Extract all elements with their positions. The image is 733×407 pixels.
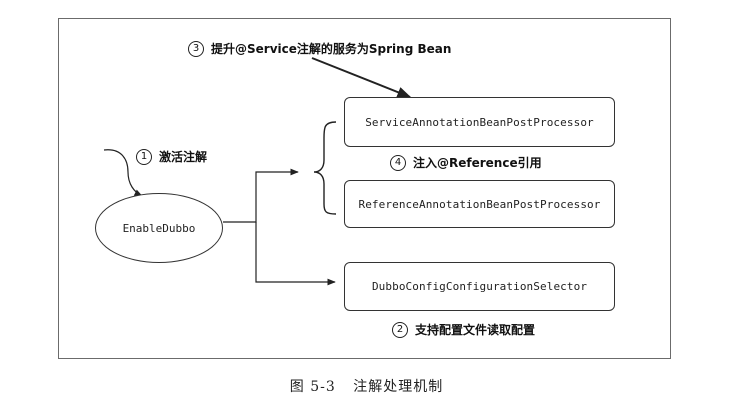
annotation-activate: 1 激活注解	[136, 148, 207, 165]
arrow-to-selector	[255, 222, 336, 286]
service-processor-box: ServiceAnnotationBeanPostProcessor	[344, 97, 615, 147]
figure-number: 图 5-3	[289, 379, 336, 395]
enable-dubbo-node: EnableDubbo	[95, 193, 223, 263]
annotation-text: 注入@Reference引用	[413, 156, 542, 170]
annotation-number: 1	[136, 148, 152, 165]
reference-processor-label: ReferenceAnnotationBeanPostProcessor	[358, 197, 601, 211]
arrow-annotation-3	[311, 57, 412, 98]
enable-dubbo-label: EnableDubbo	[122, 221, 196, 235]
figure-caption: 图 5-3 注解处理机制	[0, 376, 733, 396]
reference-processor-box: ReferenceAnnotationBeanPostProcessor	[344, 180, 615, 228]
annotation-inject-reference: 4 注入@Reference引用	[390, 154, 542, 171]
service-processor-label: ServiceAnnotationBeanPostProcessor	[365, 115, 594, 129]
annotation-promote-service: 3 提升@Service注解的服务为Spring Bean	[188, 40, 451, 57]
annotation-number: 3	[188, 40, 204, 57]
annotation-text: 提升@Service注解的服务为Spring Bean	[211, 42, 452, 56]
config-selector-label: DubboConfigConfigurationSelector	[371, 280, 588, 293]
annotation-number: 4	[390, 154, 406, 171]
processor-brace	[313, 121, 337, 215]
arrow-to-processors	[223, 168, 299, 223]
annotation-text: 激活注解	[159, 150, 208, 164]
arrow-activate	[103, 149, 143, 197]
annotation-config-file: 2 支持配置文件读取配置	[392, 321, 535, 338]
config-selector-box: DubboConfigConfigurationSelector	[344, 262, 615, 311]
annotation-number: 2	[392, 321, 408, 338]
figure-title: 注解处理机制	[353, 379, 444, 395]
annotation-text: 支持配置文件读取配置	[415, 323, 536, 337]
